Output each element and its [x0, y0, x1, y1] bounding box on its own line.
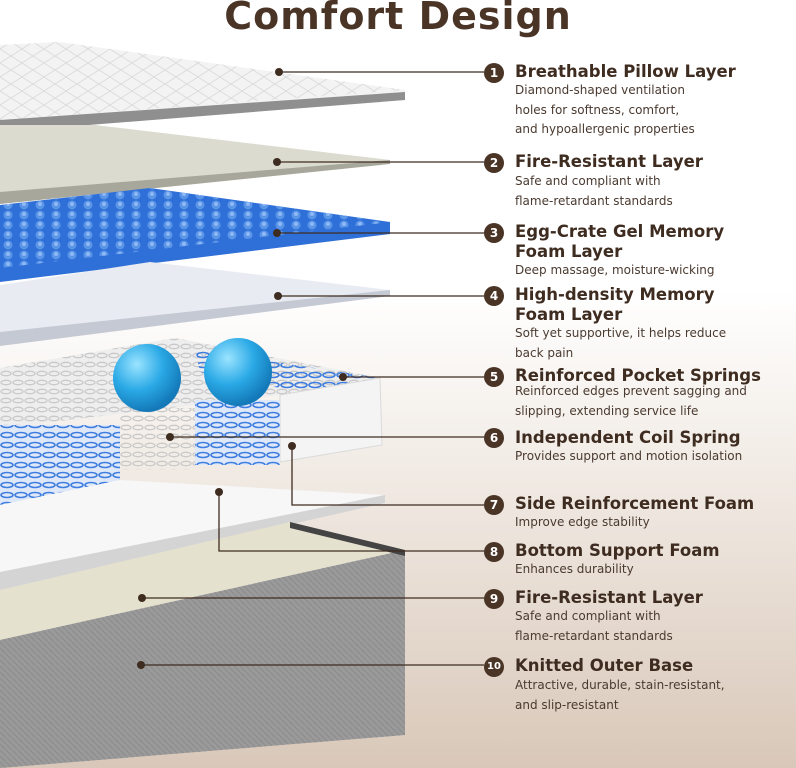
layer-number-badge: 2 — [484, 153, 504, 173]
layer-title: Bottom Support Foam — [515, 541, 795, 561]
layer-title-line: Side Reinforcement Foam — [515, 494, 755, 513]
layer-description: Safe and compliant with flame-retardant … — [515, 607, 795, 646]
layer-description: Deep massage, moisture-wicking — [515, 261, 795, 281]
layer-title: High-density Memory Foam Layer — [515, 285, 795, 325]
layer-title: Independent Coil Spring — [515, 428, 795, 448]
layer-desc-line: Safe and compliant with — [515, 174, 661, 188]
layer-desc-line: Attractive, durable, stain-resistant, — [515, 678, 725, 692]
layer-description: Enhances durability — [515, 560, 795, 580]
layer-desc-line: back pain — [515, 345, 574, 360]
layer-desc-line: Improve edge stability — [515, 515, 650, 529]
layer-title-line: High-density Memory — [515, 285, 715, 304]
layer-description: Reinforced edges prevent sagging and sli… — [515, 382, 795, 421]
layer-title-line: Knitted Outer Base — [515, 656, 694, 675]
layer-number-badge: 5 — [484, 367, 504, 387]
layer-description: Improve edge stability — [515, 513, 795, 533]
layer-number-badge: 6 — [484, 428, 504, 448]
layer-title: Reinforced Pocket Springs — [515, 366, 795, 386]
layer-title: Fire-Resistant Layer — [515, 588, 795, 608]
layer-desc-line: Deep massage, moisture-wicking — [515, 263, 715, 277]
layer-title-line: Foam Layer — [515, 305, 623, 324]
layer-title: Breathable Pillow Layer — [515, 62, 795, 82]
page-title: Comfort Design — [224, 0, 572, 38]
layer-number-badge: 9 — [484, 589, 504, 609]
layer-number-badge: 8 — [484, 542, 504, 562]
layer-title: Fire-Resistant Layer — [515, 152, 795, 172]
layer-title-line: Fire-Resistant Layer — [515, 152, 703, 171]
layer-description: Diamond-shaped ventilation holes for sof… — [515, 81, 795, 140]
layer-title-line: Breathable Pillow Layer — [515, 62, 736, 81]
layer-title: Side Reinforcement Foam — [515, 494, 795, 514]
layer-description: Attractive, durable, stain-resistant, an… — [515, 676, 795, 715]
layer-title-line: Foam Layer — [515, 242, 623, 261]
layer-title-line: Egg-Crate Gel Memory — [515, 222, 725, 241]
layer-description: Safe and compliant with flame-retardant … — [515, 172, 795, 211]
layer-number-badge: 3 — [484, 223, 504, 243]
layer-desc-line: and hypoallergenic properties — [515, 122, 695, 136]
layer-desc-line: Diamond-shaped ventilation — [515, 83, 685, 97]
layer-number-badge: 10 — [484, 657, 504, 677]
layer-number-badge: 4 — [484, 286, 504, 306]
layer-desc-line: flame-retardant standards — [515, 193, 673, 208]
layer-desc-line: Reinforced edges prevent sagging and — [515, 384, 747, 398]
layer-desc-line: Soft yet supportive, it helps reduce — [515, 326, 727, 340]
layer-description: Soft yet supportive, it helps reduce bac… — [515, 324, 795, 363]
layer-number-badge: 7 — [484, 495, 504, 515]
layer-title-line: Independent Coil Spring — [515, 428, 741, 447]
layer-desc-line: Enhances durability — [515, 562, 634, 576]
layer-title-line: Fire-Resistant Layer — [515, 588, 703, 607]
layer-description: Provides support and motion isolation — [515, 447, 795, 467]
layer-title: Knitted Outer Base — [515, 656, 795, 676]
layer-desc-line: Safe and compliant with — [515, 609, 661, 623]
layer-desc-line: flame-retardant standards — [515, 628, 673, 643]
layer-desc-line: holes for softness, comfort, — [515, 102, 680, 117]
layer-desc-line: slipping, extending service life — [515, 403, 699, 418]
layer-title-line: Bottom Support Foam — [515, 541, 720, 560]
layer-desc-line: and slip-resistant — [515, 697, 619, 712]
layer-title: Egg-Crate Gel Memory Foam Layer — [515, 222, 795, 262]
layer-number-badge: 1 — [484, 63, 504, 83]
layer-title-line: Reinforced Pocket Springs — [515, 366, 761, 385]
layer-desc-line: Provides support and motion isolation — [515, 449, 743, 463]
